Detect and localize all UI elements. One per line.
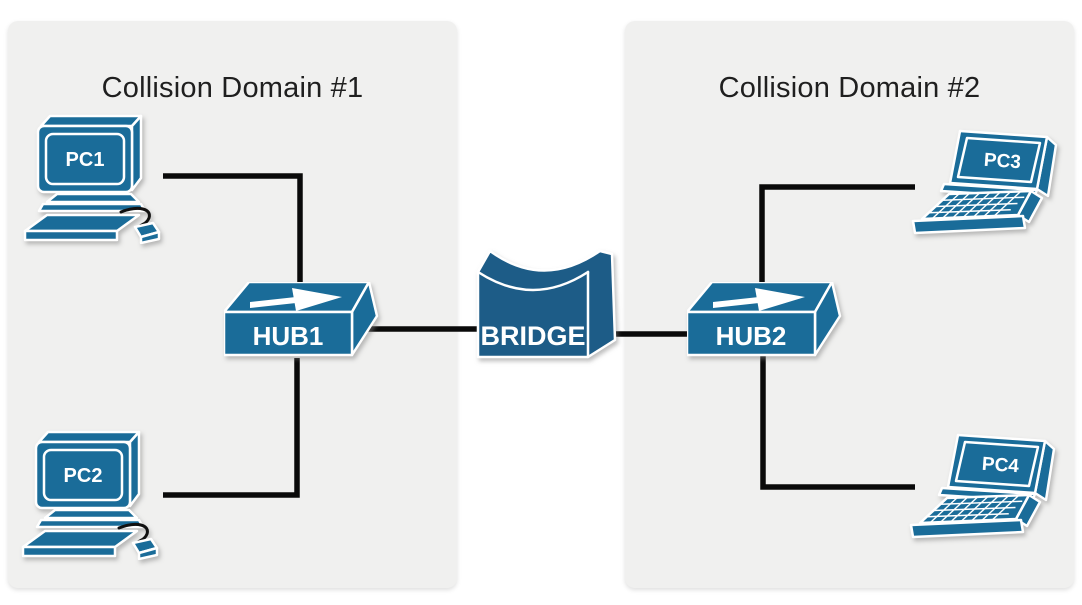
keyboard-front <box>21 545 117 558</box>
link-pc3-hub2 <box>759 184 915 287</box>
link-hub2-pc4 <box>760 355 915 490</box>
hub-arrow-head <box>292 288 342 311</box>
monitor-top-face <box>37 430 141 444</box>
pc2-desktop-computer-icon: PC2 <box>21 430 159 560</box>
laptop-screen-inner <box>956 136 1042 184</box>
keyboard-front <box>23 229 119 242</box>
link-pc1-hub1 <box>163 173 303 288</box>
keyboard-top <box>23 213 141 233</box>
pc3-label: PC3 <box>983 150 1021 174</box>
hub-front-face <box>224 310 354 357</box>
laptop-screen-inner <box>954 440 1040 488</box>
pc4-label: PC4 <box>981 454 1020 478</box>
bridge-icon: BRIDGE <box>476 249 617 359</box>
monitor-chin <box>45 192 141 204</box>
keyboard-grid <box>920 495 1029 523</box>
pc2-label: PC2 <box>64 465 103 487</box>
monitor-chin <box>43 508 139 520</box>
mouse-front <box>137 546 159 560</box>
monitor-top-face <box>39 114 143 128</box>
collision-domain-2-title: Collision Domain #2 <box>718 72 981 104</box>
hub1-label: HUB1 <box>253 321 324 351</box>
monitor-side-face <box>128 430 141 508</box>
hub-front-face <box>687 310 817 357</box>
bridge-front-top-curve <box>476 270 590 292</box>
link-pc2-hub1 <box>163 358 300 498</box>
hub-arrow-icon <box>250 297 296 308</box>
pc1-desktop-computer-icon: PC1 <box>23 114 161 244</box>
hub-arrow-icon <box>713 297 759 308</box>
pc4-laptop-icon: PC4 <box>909 433 1056 539</box>
mouse-front <box>139 230 161 244</box>
keyboard-grid <box>922 191 1031 219</box>
keyboard-top <box>21 529 139 549</box>
hub2-icon: HUB2 <box>687 282 842 357</box>
pc3-laptop-icon: PC3 <box>911 129 1058 235</box>
bridge-label: BRIDGE <box>480 321 585 351</box>
laptop-front-slab <box>911 214 1027 235</box>
hub1-icon: HUB1 <box>224 282 379 357</box>
monitor-screen <box>44 132 126 186</box>
monitor-side-face <box>130 114 143 192</box>
laptop-front-slab <box>909 518 1025 539</box>
hub2-label: HUB2 <box>716 321 787 351</box>
collision-domain-1-title: Collision Domain #1 <box>101 72 364 104</box>
pc1-label: PC1 <box>66 149 105 171</box>
hub-arrow-head <box>755 288 805 311</box>
monitor-screen <box>42 448 124 502</box>
